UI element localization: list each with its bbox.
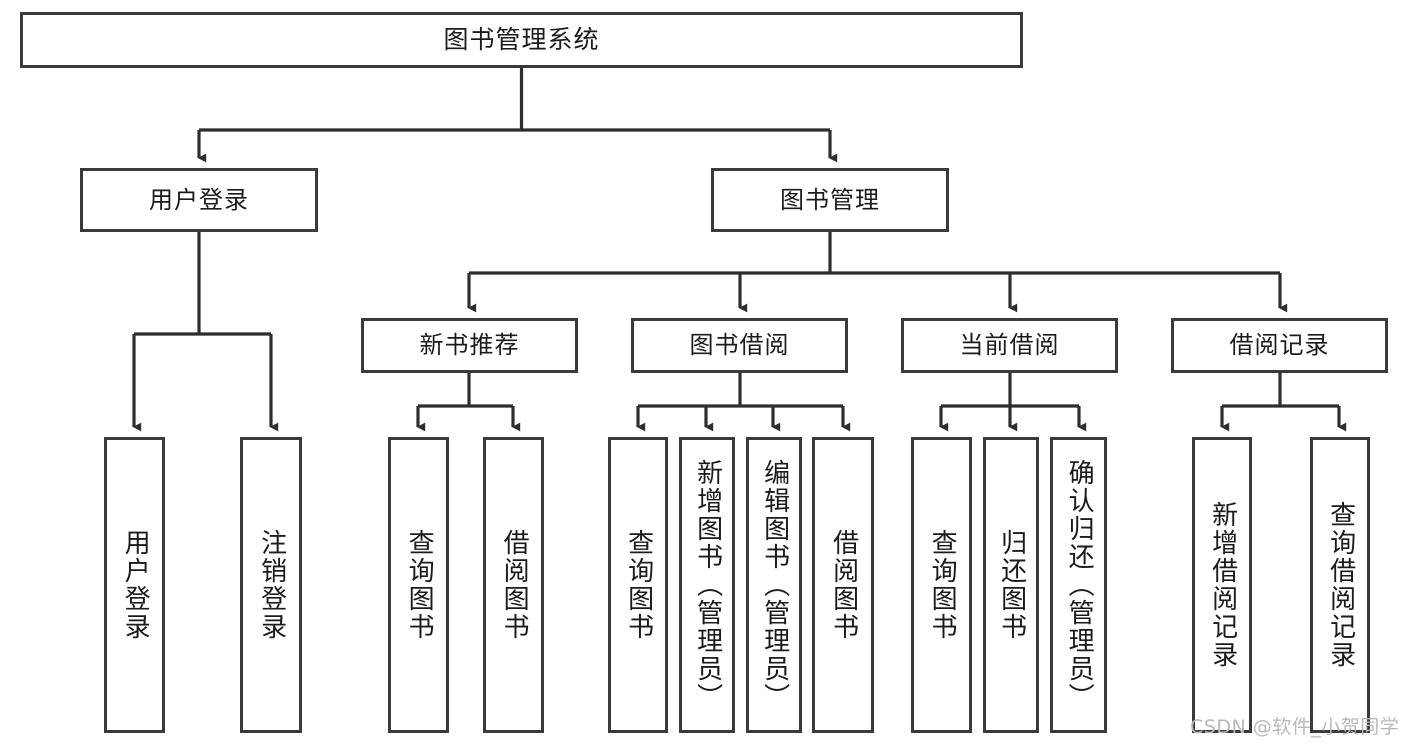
node-label: 图书管理 xyxy=(780,185,880,214)
node-label: 归还图书 xyxy=(996,529,1027,641)
node-label: 当前借阅 xyxy=(959,331,1060,360)
node-label: 借阅图书 xyxy=(499,529,530,641)
node-label: 查询借阅记录 xyxy=(1325,501,1356,669)
node-label: 查询图书 xyxy=(404,529,435,641)
leaf-user-login[interactable]: 用户登录 xyxy=(104,437,165,733)
node-label: 编辑图书（管理员） xyxy=(759,459,790,711)
node-label: 新增图书（管理员） xyxy=(692,459,723,711)
leaf-recommend-query-book[interactable]: 查询图书 xyxy=(388,437,449,733)
watermark-text: CSDN @软件_小贺同学 xyxy=(1190,716,1400,738)
leaf-borrow-query-book[interactable]: 查询图书 xyxy=(608,437,668,733)
node-label: 图书管理系统 xyxy=(443,25,600,54)
leaf-borrow-add-book-admin[interactable]: 新增图书（管理员） xyxy=(679,437,735,733)
node-user-login[interactable]: 用户登录 xyxy=(80,168,318,232)
node-borrow-records[interactable]: 借阅记录 xyxy=(1171,318,1388,373)
node-label: 用户登录 xyxy=(120,529,151,641)
node-book-management[interactable]: 图书管理 xyxy=(711,168,949,232)
leaf-borrow-borrow-book[interactable]: 借阅图书 xyxy=(812,437,874,733)
leaf-user-logout[interactable]: 注销登录 xyxy=(240,437,302,733)
node-label: 借阅图书 xyxy=(828,529,859,641)
node-new-book-recommend[interactable]: 新书推荐 xyxy=(361,318,578,373)
node-label: 查询图书 xyxy=(623,529,654,641)
node-label: 注销登录 xyxy=(256,529,287,641)
leaf-records-query-record[interactable]: 查询借阅记录 xyxy=(1310,437,1370,733)
node-book-borrow[interactable]: 图书借阅 xyxy=(631,318,848,373)
leaf-recommend-borrow-book[interactable]: 借阅图书 xyxy=(483,437,544,733)
leaf-current-return-book[interactable]: 归还图书 xyxy=(983,437,1039,733)
node-label: 查询图书 xyxy=(927,529,958,641)
node-current-borrow[interactable]: 当前借阅 xyxy=(901,318,1118,373)
leaf-current-confirm-return-admin[interactable]: 确认归还（管理员） xyxy=(1050,437,1107,733)
node-root-system[interactable]: 图书管理系统 xyxy=(20,12,1023,68)
node-label: 新书推荐 xyxy=(419,331,520,360)
node-label: 借阅记录 xyxy=(1229,331,1330,360)
leaf-current-query-book[interactable]: 查询图书 xyxy=(911,437,972,733)
node-label: 确认归还（管理员） xyxy=(1064,459,1095,711)
node-label: 图书借阅 xyxy=(689,331,790,360)
node-label: 新增借阅记录 xyxy=(1207,501,1238,669)
leaf-records-add-record[interactable]: 新增借阅记录 xyxy=(1192,437,1252,733)
node-label: 用户登录 xyxy=(149,185,249,214)
leaf-borrow-edit-book-admin[interactable]: 编辑图书（管理员） xyxy=(746,437,802,733)
